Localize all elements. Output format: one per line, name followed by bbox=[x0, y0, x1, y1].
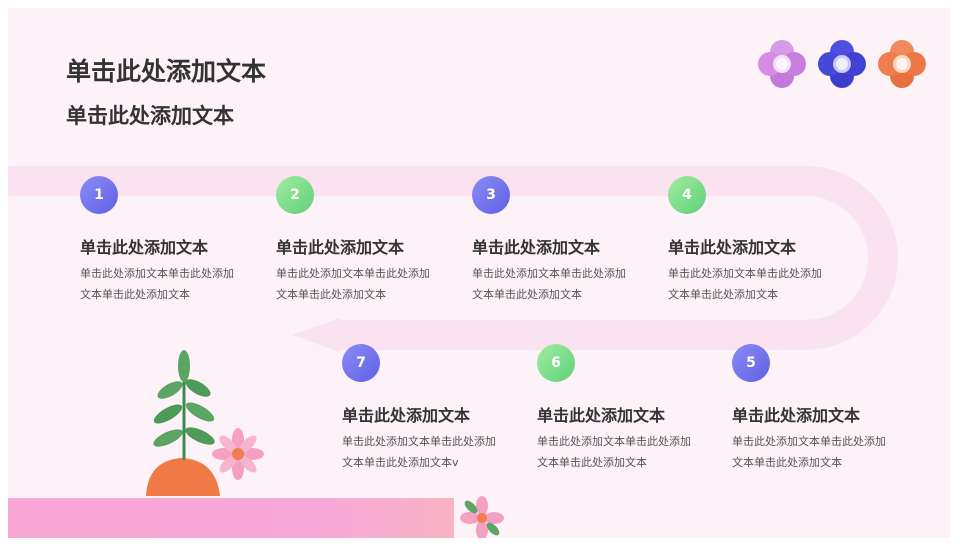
step-title: 单击此处添加文本 bbox=[732, 406, 861, 425]
step-title: 单击此处添加文本 bbox=[80, 238, 209, 257]
step-number-badge: 1 bbox=[80, 176, 118, 214]
step-description: 单击此处添加文本单击此处添加文本单击此处添加文本 bbox=[732, 435, 886, 469]
slide: 单击此处添加文本 单击此处添加文本 1 单击此处添加文本 单击此处添加文本单击此… bbox=[8, 8, 950, 538]
decorative-flowers bbox=[758, 40, 926, 88]
step-number-badge: 2 bbox=[276, 176, 314, 214]
page-subtitle: 单击此处添加文本 bbox=[66, 104, 234, 128]
flower-orange-icon bbox=[878, 40, 926, 88]
step-description: 单击此处添加文本单击此处添加文本单击此处添加文本 bbox=[472, 267, 626, 301]
flower-blue-icon bbox=[818, 40, 866, 88]
step-title: 单击此处添加文本 bbox=[472, 238, 601, 257]
step-number-badge: 4 bbox=[668, 176, 706, 214]
step-title: 单击此处添加文本 bbox=[668, 238, 797, 257]
bottom-decor-bar bbox=[8, 498, 454, 538]
step-title: 单击此处添加文本 bbox=[537, 406, 666, 425]
plant-illustration bbox=[146, 350, 264, 496]
step-number-badge: 7 bbox=[342, 344, 380, 382]
step-title: 单击此处添加文本 bbox=[276, 238, 405, 257]
flower-purple-icon bbox=[758, 40, 806, 88]
small-flower-icon bbox=[460, 496, 504, 538]
path-band-bottom bbox=[338, 320, 808, 350]
step-title: 单击此处添加文本 bbox=[342, 406, 471, 425]
step-number-badge: 5 bbox=[732, 344, 770, 382]
step-description: 单击此处添加文本单击此处添加文本单击此处添加文本 bbox=[276, 267, 430, 301]
step-number-badge: 3 bbox=[472, 176, 510, 214]
step-description: 单击此处添加文本单击此处添加文本单击此处添加文本 bbox=[668, 267, 822, 301]
step-description: 单击此处添加文本单击此处添加文本单击此处添加文本v bbox=[342, 435, 496, 469]
step-description: 单击此处添加文本单击此处添加文本单击此处添加文本 bbox=[80, 267, 234, 301]
page-title: 单击此处添加文本 bbox=[66, 57, 267, 86]
step-description: 单击此处添加文本单击此处添加文本单击此处添加文本 bbox=[537, 435, 691, 469]
step-number-badge: 6 bbox=[537, 344, 575, 382]
path-arrow-head bbox=[292, 318, 340, 352]
